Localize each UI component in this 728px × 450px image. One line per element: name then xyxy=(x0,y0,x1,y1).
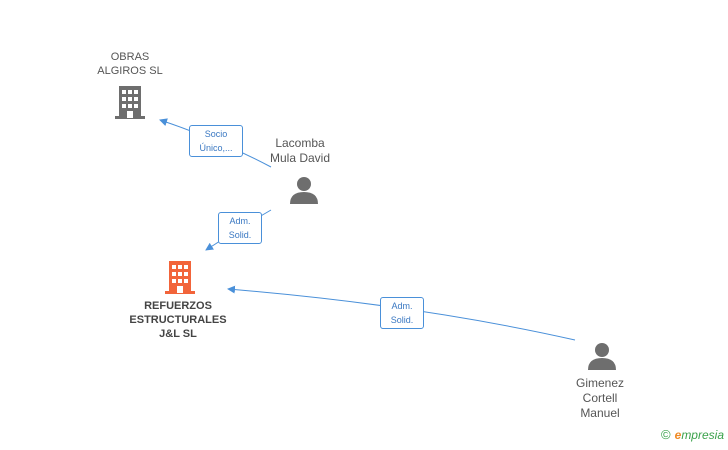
refuerzos-label-line1: REFUERZOS xyxy=(144,300,212,312)
edge-label-socio[interactable]: Socio Único,... xyxy=(189,125,243,157)
building-icon[interactable] xyxy=(113,84,147,120)
edge-adm2-line1: Adm. xyxy=(391,301,413,311)
lacomba-label[interactable]: Lacomba Mula David xyxy=(250,136,350,166)
refuerzos-label[interactable]: REFUERZOS ESTRUCTURALES J&L SL xyxy=(113,299,243,341)
main-building-icon[interactable] xyxy=(163,259,197,295)
refuerzos-label-line2: ESTRUCTURALES xyxy=(129,314,227,326)
gimenez-label-line2: Cortell xyxy=(582,391,618,405)
edge-adm1-line1: Adm. xyxy=(229,216,251,226)
lacomba-label-line1: Lacomba xyxy=(275,136,325,150)
gimenez-label[interactable]: Gimenez Cortell Manuel xyxy=(550,376,650,421)
obras-label-line2: ALGIROS SL xyxy=(97,65,163,77)
edge-label-adm-1[interactable]: Adm. Solid. xyxy=(218,212,262,244)
person-icon[interactable] xyxy=(586,340,618,372)
obras-algiros-label[interactable]: OBRAS ALGIROS SL xyxy=(80,50,180,78)
brand-name: mpresia xyxy=(681,428,724,442)
person-icon[interactable] xyxy=(288,174,320,206)
refuerzos-label-line3: J&L SL xyxy=(159,328,197,340)
edge-adm2-line2: Solid. xyxy=(390,315,414,325)
brand-e: e xyxy=(674,428,682,442)
edge-adm1-line2: Solid. xyxy=(228,230,252,240)
empresia-logo: ©empresia xyxy=(661,427,724,442)
gimenez-label-line1: Gimenez xyxy=(575,376,625,390)
edge-socio-line2: Único,... xyxy=(199,143,233,153)
edge-label-adm-2[interactable]: Adm. Solid. xyxy=(380,297,424,329)
obras-label-line1: OBRAS xyxy=(110,51,150,63)
gimenez-label-line3: Manuel xyxy=(580,406,620,420)
edge-socio-line1: Socio xyxy=(204,129,228,139)
lacomba-label-line2: Mula David xyxy=(269,151,331,165)
copyright-symbol: © xyxy=(661,427,671,442)
